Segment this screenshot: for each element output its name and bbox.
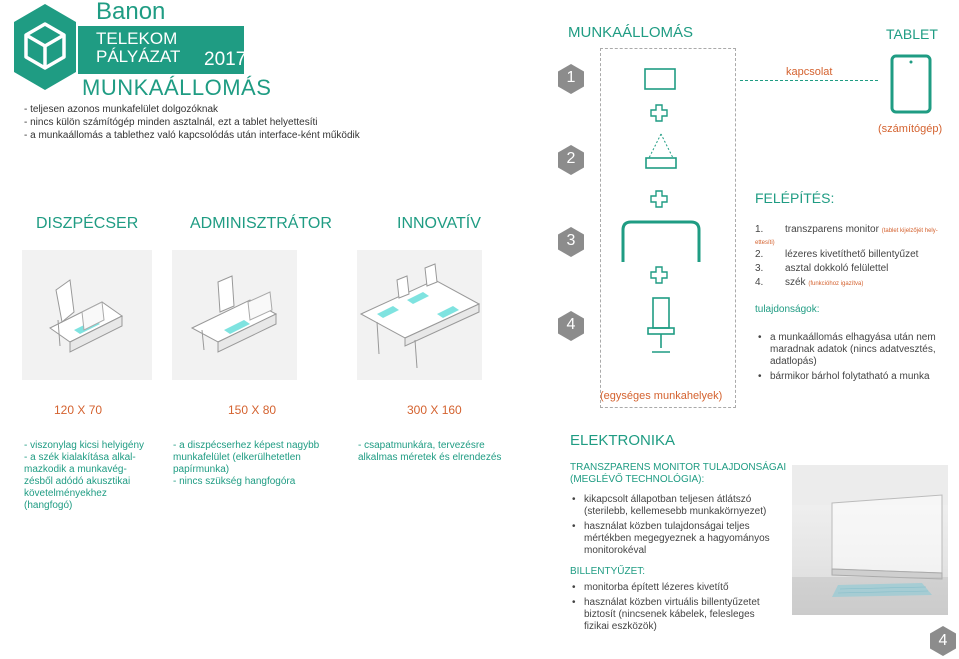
- desc-diszpecser: - viszonylag kicsi helyigény - a szék ki…: [24, 440, 144, 512]
- item-note: ettesíti): [755, 240, 775, 246]
- desc-innovativ: - csapatmunkára, tervezésre alkalmas mér…: [358, 440, 501, 464]
- felepites-item: 4. szék (funkcióhoz igazítva): [755, 277, 863, 288]
- felepites-item: 3. asztal dokkoló felülettel: [755, 263, 888, 274]
- step-1-hexagon-icon: [558, 64, 584, 94]
- item-number: 1.: [755, 224, 764, 235]
- logo-munkaallomas: MUNKAÁLLOMÁS: [82, 75, 272, 100]
- logo-band: [78, 26, 244, 74]
- item-number: 4.: [755, 277, 764, 288]
- desc-line: - a diszpécserhez képest nagybb: [173, 440, 320, 451]
- size-innovativ: 300 X 160: [407, 403, 462, 417]
- step-1-label: 1: [566, 69, 576, 86]
- item-text: asztal dokkoló felülettel: [785, 263, 889, 274]
- plus-icon: [650, 104, 668, 122]
- desk-icon: [621, 220, 701, 262]
- desc-line: - csapatmunkára, tervezésre: [358, 440, 485, 451]
- felepites-title: FELÉPÍTÉS:: [755, 190, 835, 206]
- felepites-item: 2. lézeres kivetíthető billentyűzet: [755, 249, 918, 260]
- kapcsolat-label: kapcsolat: [786, 66, 833, 78]
- desc-line: munkafelület (elkerülhetetlen: [173, 452, 301, 463]
- desk-render-icon: [49, 279, 123, 353]
- size-adminisztrator: 150 X 80: [228, 403, 277, 417]
- chair-icon: [647, 297, 675, 353]
- list-item: kikapcsolt állapotban teljesen átlátszó …: [572, 494, 782, 518]
- tablet-icon: [890, 54, 932, 114]
- render-diszpecser: [22, 250, 152, 380]
- logo-palyazat: PÁLYÁZAT: [96, 47, 181, 66]
- page-number: 4: [938, 632, 948, 649]
- desc-line: - a szék kialakítása alkal-: [24, 452, 136, 463]
- monitor-icon: [644, 68, 676, 90]
- desc-line: követelményekhez: [24, 488, 107, 499]
- plus-icon: [650, 266, 668, 284]
- munkaallomas-title: MUNKAÁLLOMÁS: [568, 24, 694, 41]
- list-item: használat közben tulajdonságai teljes mé…: [572, 521, 782, 557]
- item-number: 3.: [755, 263, 764, 274]
- category-title-innovativ: INNOVATÍV: [397, 215, 481, 232]
- workstation-frame: [600, 48, 736, 408]
- item-text: lézeres kivetíthető billentyűzet: [785, 249, 919, 260]
- felepites-item: 1. transzparens monitor (tablet kijelzőjé…: [755, 224, 938, 235]
- category-title-adminisztrator: ADMINISZTRÁTOR: [190, 215, 332, 232]
- intro-line: - teljesen azonos munkafelület dolgozókn…: [24, 104, 219, 115]
- logo-banon: Banon: [96, 0, 166, 25]
- list-item: monitorba épített lézeres kivetítő: [572, 582, 772, 594]
- tulajdonsagok-title: tulajdonságok:: [755, 304, 820, 315]
- plus-icon: [650, 190, 668, 208]
- list-item: bármikor bárhol folytatható a munka: [758, 371, 953, 383]
- step-4-hexagon-icon: [558, 311, 584, 341]
- elektronika-title: ELEKTRONIKA: [570, 432, 676, 449]
- tablet-title: TABLET: [886, 26, 938, 42]
- desk-render-icon: [190, 275, 278, 353]
- desk-render-icon: [359, 263, 481, 369]
- intro-line: - a munkaállomás a tablethez való kapcso…: [24, 130, 360, 141]
- category-title-diszpecser: DISZPÉCSER: [36, 215, 139, 232]
- logo-telekom: TELEKOM: [96, 29, 178, 48]
- szamitogep-label: (számítógép): [878, 123, 943, 135]
- step-4-label: 4: [566, 316, 576, 333]
- size-diszpecser: 120 X 70: [54, 403, 103, 417]
- felepites-item-note: ettesíti): [755, 236, 775, 247]
- billentyuzet-title: BILLENTYŰZET:: [570, 566, 646, 577]
- desc-line: - nincs szükség hangfogóra: [173, 476, 296, 487]
- step-3-label: 3: [566, 232, 576, 249]
- render-adminisztrator: [172, 250, 297, 380]
- step-3-hexagon-icon: [558, 227, 584, 257]
- transzparens-list: kikapcsolt állapotban teljesen átlátszó …: [572, 494, 782, 560]
- desc-line: zésből adódó akusztikai: [24, 476, 131, 487]
- item-number: 2.: [755, 249, 764, 260]
- desc-line: alkalmas méretek és elrendezés: [358, 452, 502, 463]
- page-number-hexagon-icon: [930, 626, 956, 656]
- connection-line: [740, 80, 878, 81]
- tulajdonsagok-list: a munkaállomás elhagyása után nem maradn…: [758, 332, 953, 386]
- list-item: használat közben virtuális billentyűzete…: [572, 597, 772, 633]
- step-2-label: 2: [566, 150, 576, 167]
- billentyuzet-list: monitorba épített lézeres kivetítő haszn…: [572, 582, 772, 636]
- transparent-monitor-image: [792, 465, 948, 615]
- logo-year: 2017: [204, 49, 247, 70]
- desc-line: mazkodik a munkavég-: [24, 464, 127, 475]
- render-innovativ: [357, 250, 482, 380]
- desc-line: - viszonylag kicsi helyigény: [24, 440, 145, 451]
- laser-keyboard-icon: [645, 133, 677, 169]
- item-text: transzparens monitor: [785, 224, 879, 235]
- item-note: (funkcióhoz igazítva): [808, 281, 864, 287]
- desc-adminisztrator: - a diszpécserhez képest nagybb munkafel…: [173, 440, 319, 488]
- desc-line: papírmunka): [173, 464, 230, 475]
- item-note: (tablet kijelzőjét hely-: [881, 228, 938, 234]
- transzparens-title: TRANSZPARENS MONITOR TULAJDONSÁGAI (MEGL…: [570, 462, 787, 485]
- logo-hexagon-icon: [14, 4, 76, 90]
- item-text: szék: [785, 277, 806, 288]
- egyseges-label: (egységes munkahelyek): [600, 390, 723, 402]
- intro-line: - nincs külön számítógép minden asztalná…: [24, 117, 318, 128]
- transparent-monitor-photo: [792, 465, 948, 615]
- list-item: a munkaállomás elhagyása után nem maradn…: [758, 332, 953, 368]
- step-2-hexagon-icon: [558, 145, 584, 175]
- desc-line: (hangfogó): [24, 500, 73, 511]
